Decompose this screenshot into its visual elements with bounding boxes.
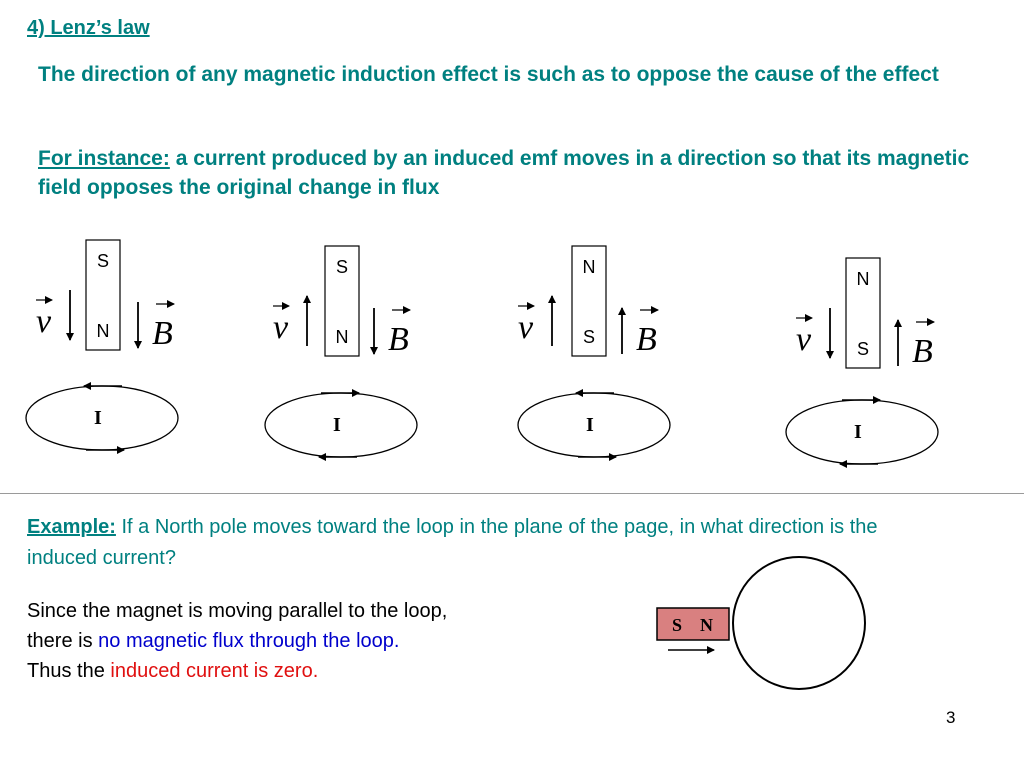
answer-line-1: Since the magnet is moving parallel to t… <box>27 600 448 622</box>
velocity-symbol-1: v <box>36 303 52 340</box>
magnet-2-top-pole: S <box>336 257 348 277</box>
velocity-symbol-3: v <box>518 309 534 346</box>
magnet-1 <box>85 239 121 351</box>
magnet-1-bottom-pole: N <box>97 321 110 341</box>
field-symbol-4: B <box>912 333 933 370</box>
magnet-3-top-pole: N <box>583 257 596 277</box>
instance-text: a current produced by an induced emf mov… <box>38 147 970 199</box>
magnet-3-bottom-pole: S <box>583 327 595 347</box>
magnet-2-bottom-pole: N <box>336 327 349 347</box>
answer-zero-current-highlight: induced current is zero <box>110 660 313 682</box>
section-title: 4) Lenz’s law <box>27 17 150 39</box>
magnet-1-top-pole: S <box>97 251 109 271</box>
answer-line-2-prefix: there is <box>27 630 99 652</box>
answer-line-3: Thus the induced current is zero. <box>27 656 607 686</box>
current-label-2: I <box>333 414 341 436</box>
magnet-3 <box>571 245 607 357</box>
magnet-4 <box>845 257 881 369</box>
example-label: Example: <box>27 516 116 538</box>
answer-line-2: there is no magnetic flux through the lo… <box>27 626 607 656</box>
magnet-4-bottom-pole: S <box>857 339 869 359</box>
example-magnet-n-pole: N <box>700 615 713 635</box>
answer-line-2-suffix: . <box>393 630 400 652</box>
field-symbol-2: B <box>388 321 409 358</box>
velocity-symbol-4: v <box>796 321 812 358</box>
current-label-3: I <box>586 414 594 436</box>
current-label-4: I <box>854 421 862 443</box>
current-loop-4 <box>785 399 939 465</box>
field-symbol-3: B <box>636 321 657 358</box>
example-question: If a North pole moves toward the loop in… <box>27 516 878 569</box>
example-figure: S N <box>656 556 866 690</box>
current-loop-3 <box>517 392 671 458</box>
example-loop <box>732 556 866 690</box>
current-loop-2 <box>264 392 418 458</box>
answer-no-flux-highlight: no magnetic flux through the loop <box>98 630 394 652</box>
current-label-1: I <box>94 407 102 429</box>
example-magnet <box>656 607 730 641</box>
example-paragraph: Example: If a North pole moves toward th… <box>27 512 927 574</box>
current-loop-1 <box>25 385 179 451</box>
answer-line-3-suffix: . <box>312 660 319 682</box>
instance-label: For instance: <box>38 147 170 170</box>
field-symbol-1: B <box>152 315 173 352</box>
answer-line-3-prefix: Thus the <box>27 660 111 682</box>
law-statement: The direction of any magnetic induction … <box>38 63 939 86</box>
example-magnet-s-pole: S <box>672 615 682 635</box>
page-number: 3 <box>946 708 956 727</box>
answer-paragraph: Since the magnet is moving parallel to t… <box>27 596 607 686</box>
magnet-2 <box>324 245 360 357</box>
instance-paragraph: For instance: a current produced by an i… <box>38 144 998 202</box>
magnet-4-top-pole: N <box>857 269 870 289</box>
section-divider <box>0 493 1024 494</box>
velocity-symbol-2: v <box>273 309 289 346</box>
